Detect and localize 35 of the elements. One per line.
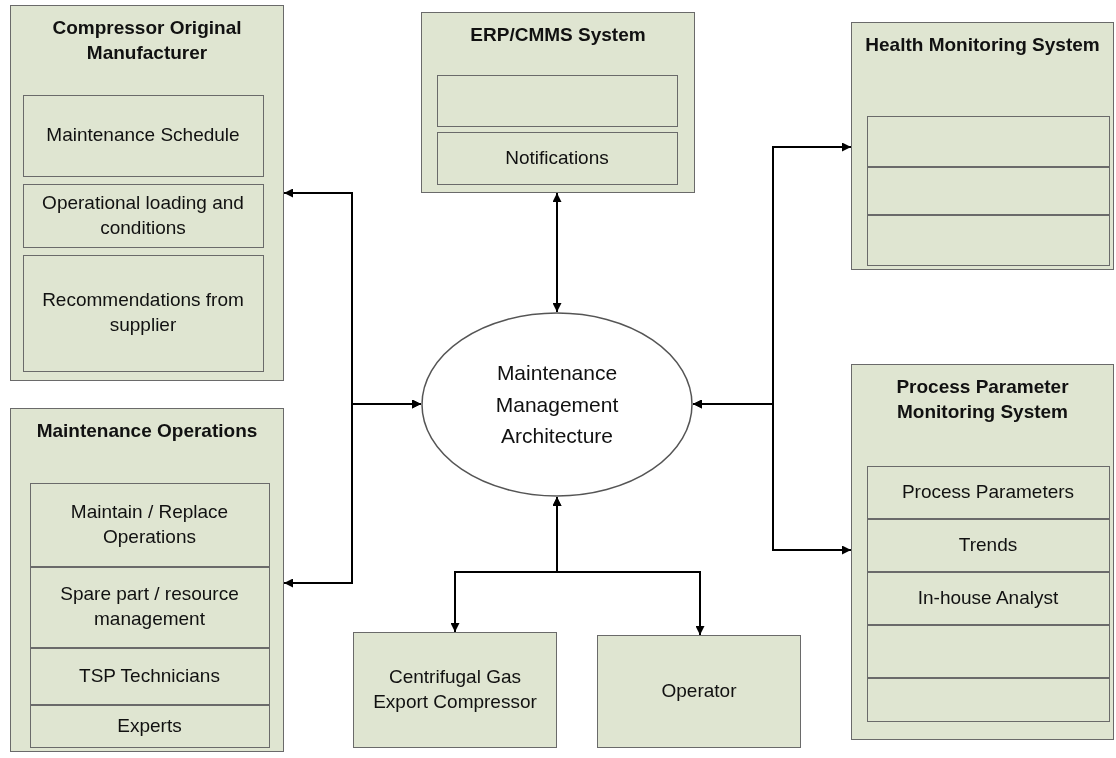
group-panel bbox=[421, 12, 695, 193]
group-panel bbox=[10, 5, 284, 381]
node-label: Maintenance Management Architecture bbox=[494, 360, 620, 450]
panel-heading: Health Monitoring System bbox=[864, 33, 1101, 57]
item-box: Process Parameters bbox=[866, 465, 1110, 519]
item-box: TSP Technicians bbox=[29, 647, 270, 705]
arrow bbox=[283, 399, 422, 588]
item-box: In-house Analyst bbox=[866, 571, 1110, 625]
group-panel bbox=[10, 408, 284, 752]
item-box: Recommendations from supplier bbox=[22, 254, 264, 372]
empty-box bbox=[866, 677, 1110, 722]
arrow bbox=[552, 192, 562, 313]
empty-box bbox=[866, 214, 1110, 266]
item-box: Operator bbox=[597, 635, 801, 748]
item-box: Centrifugal Gas Export Compressor bbox=[353, 632, 557, 748]
arrow bbox=[692, 399, 852, 555]
panel-heading: Compressor Original Manufacturer bbox=[51, 16, 243, 65]
panel-heading: Process Parameter Monitoring System bbox=[895, 375, 1070, 424]
item-box: Trends bbox=[866, 518, 1110, 572]
arrow bbox=[552, 496, 705, 636]
item-box: Maintenance Schedule bbox=[22, 94, 264, 177]
empty-box bbox=[436, 74, 678, 127]
item-box: Operational loading and conditions bbox=[22, 183, 264, 248]
architecture-ellipse bbox=[421, 312, 693, 497]
empty-box bbox=[866, 624, 1110, 678]
item-box: Notifications bbox=[436, 131, 678, 185]
group-panel bbox=[851, 364, 1114, 740]
panel-heading: Maintenance Operations bbox=[35, 419, 259, 443]
empty-box bbox=[866, 115, 1110, 167]
item-box: Maintain / Replace Operations bbox=[29, 482, 270, 567]
item-box: Experts bbox=[29, 704, 270, 748]
group-panel bbox=[851, 22, 1114, 270]
empty-box bbox=[866, 166, 1110, 215]
panel-heading: ERP/CMMS System bbox=[469, 23, 647, 47]
item-box: Spare part / resource management bbox=[29, 566, 270, 648]
